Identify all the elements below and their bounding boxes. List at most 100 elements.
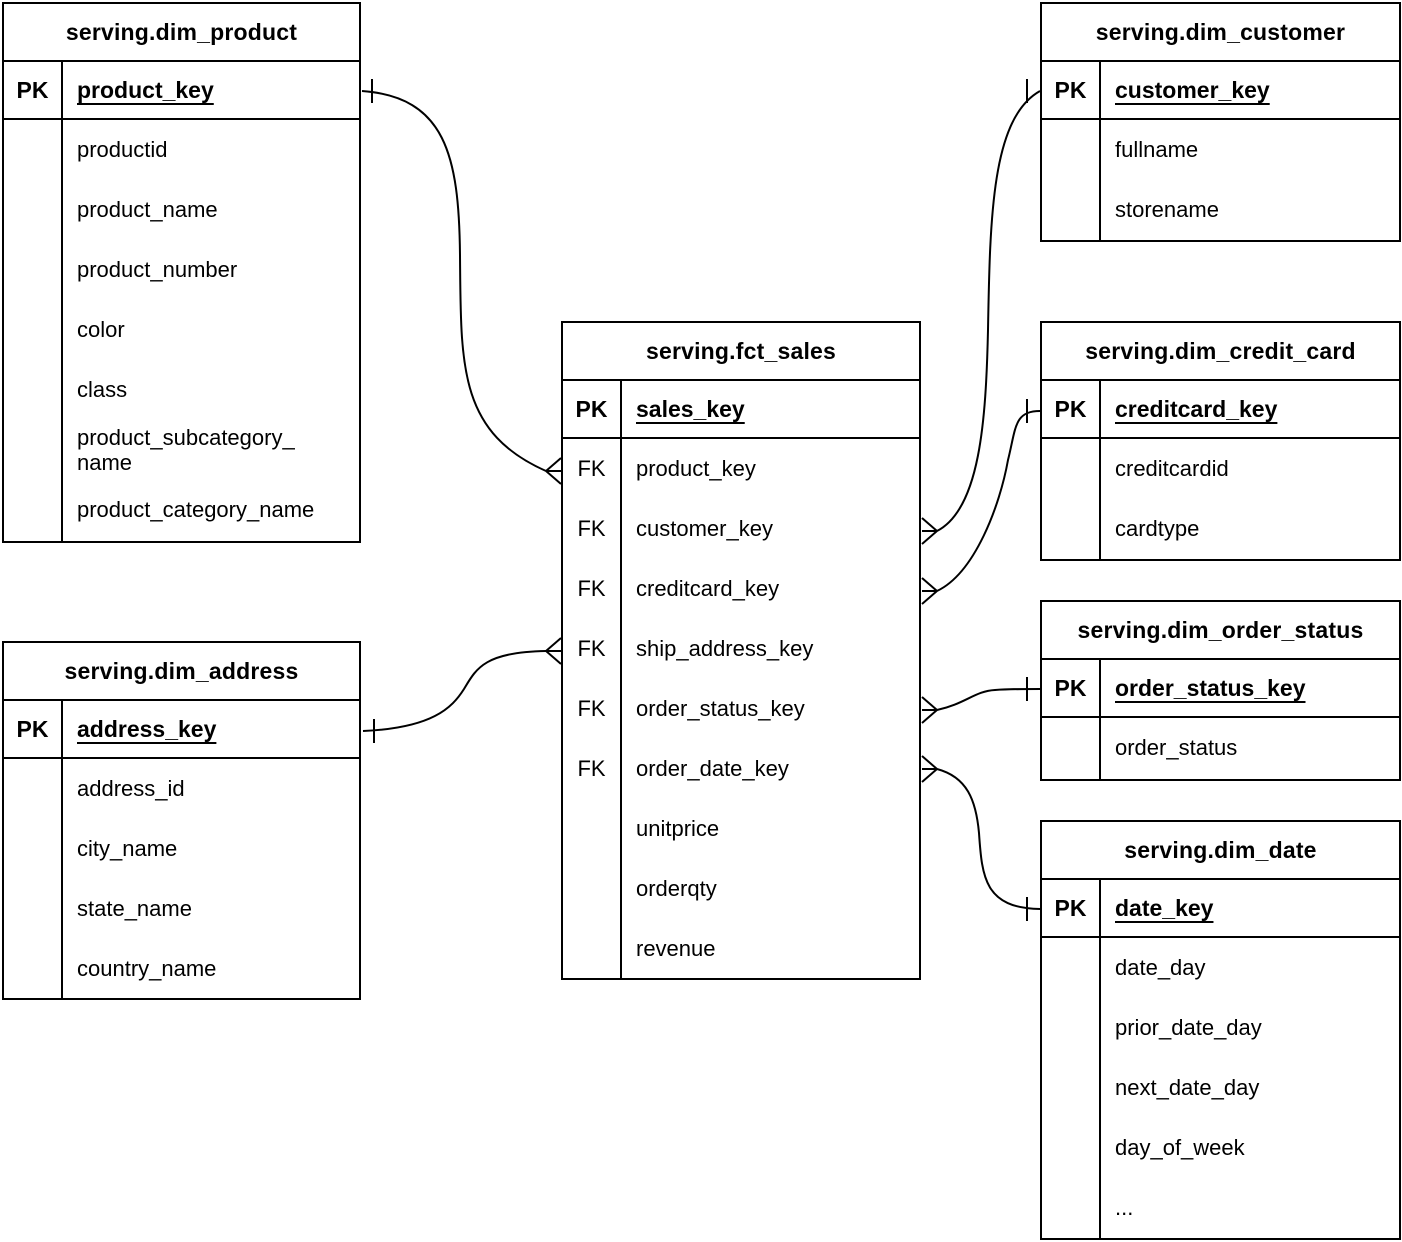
table-serving-dim-address[interactable]: serving.dim_address PK address_key addre… (2, 641, 361, 1000)
primary-key-row: PK customer_key (1042, 62, 1399, 120)
tag-column (1042, 938, 1101, 1238)
table-title: serving.fct_sales (563, 323, 919, 381)
relationship-sales-creditcard[interactable] (921, 399, 1041, 605)
field-order-date-key: order_date_key (636, 756, 789, 782)
pk-tag: PK (4, 701, 63, 757)
table-title: serving.dim_product (4, 4, 359, 62)
field-order-status: order_status (1115, 735, 1238, 761)
field-product-category-name: product_category_name (77, 497, 315, 523)
connector-line (936, 768, 1041, 910)
field-country-name: country_name (77, 956, 217, 982)
empty-tag-cell (1042, 718, 1099, 778)
empty-tag-cell (563, 799, 620, 859)
pk-field-name: date_key (1115, 894, 1214, 921)
tag-column (1042, 439, 1101, 559)
field-storename: storename (1115, 197, 1219, 223)
connector-line (361, 90, 547, 472)
table-title: serving.dim_date (1042, 822, 1399, 880)
empty-tag-cell (4, 879, 61, 939)
table-serving-dim-customer[interactable]: serving.dim_customer PK customer_key ful… (1040, 2, 1401, 242)
fk-tag: FK (577, 696, 606, 721)
connector-line (936, 410, 1041, 592)
empty-tag-cell (1042, 1178, 1099, 1238)
pk-field-name: product_key (77, 76, 214, 103)
pk-tag: PK (1042, 62, 1101, 118)
table-fields: order_status (1042, 718, 1399, 779)
table-serving-dim-product[interactable]: serving.dim_product PK product_key produ… (2, 2, 361, 543)
field-column: creditcardid cardtype (1101, 439, 1399, 559)
table-serving-dim-credit-card[interactable]: serving.dim_credit_card PK creditcard_ke… (1040, 321, 1401, 561)
field-creditcardid: creditcardid (1115, 456, 1229, 482)
field-prior-date-day: prior_date_day (1115, 1015, 1262, 1041)
field-...: ... (1115, 1195, 1134, 1221)
field-fullname: fullname (1115, 137, 1199, 163)
primary-key-row: PK sales_key (563, 381, 919, 439)
relationship-sales-product[interactable] (361, 79, 562, 485)
fk-tag: FK (577, 636, 606, 661)
field-color: color (77, 317, 125, 343)
relationship-sales-customer[interactable] (921, 79, 1041, 545)
pk-tag: PK (1042, 660, 1101, 716)
crows-foot-many-icon (921, 577, 938, 605)
field-unitprice: unitprice (636, 816, 720, 842)
pk-field-name: sales_key (636, 395, 745, 422)
fk-tag: FK (577, 576, 606, 601)
field-ship-address-key: ship_address_key (636, 636, 814, 662)
pk-field-name: customer_key (1115, 76, 1270, 103)
field-productid: productid (77, 137, 168, 163)
empty-tag-cell (4, 300, 61, 360)
field-cardtype: cardtype (1115, 516, 1200, 542)
field-orderqty: orderqty (636, 876, 717, 902)
pk-field-name: order_status_key (1115, 674, 1306, 701)
empty-tag-cell (4, 240, 61, 300)
field-day-of-week: day_of_week (1115, 1135, 1245, 1161)
table-title: serving.dim_customer (1042, 4, 1399, 62)
empty-tag-cell (4, 819, 61, 879)
field-product-key: product_key (636, 456, 756, 482)
primary-key-row: PK product_key (4, 62, 359, 120)
empty-tag-cell (4, 180, 61, 240)
field-product-subcategory-name: product_subcategory_ name (77, 424, 295, 475)
empty-tag-cell (1042, 1118, 1099, 1178)
field-class: class (77, 377, 128, 403)
relationship-sales-orderstatus[interactable] (921, 677, 1041, 724)
pk-field-name: address_key (77, 715, 217, 742)
primary-key-row: PK address_key (4, 701, 359, 759)
field-next-date-day: next_date_day (1115, 1075, 1260, 1101)
connector-line (362, 650, 547, 732)
field-state-name: state_name (77, 896, 192, 922)
crows-foot-many-icon (921, 517, 938, 545)
pk-tag: PK (4, 62, 63, 118)
tag-column (1042, 120, 1101, 240)
empty-tag-cell (4, 360, 61, 420)
primary-key-row: PK creditcard_key (1042, 381, 1399, 439)
relationship-sales-date[interactable] (921, 755, 1041, 921)
empty-tag-cell (563, 859, 620, 919)
connector-line (936, 90, 1041, 532)
empty-tag-cell (1042, 180, 1099, 240)
field-city-name: city_name (77, 836, 178, 862)
field-product-name: product_name (77, 197, 218, 223)
empty-tag-cell (1042, 120, 1099, 180)
field-column: fullname storename (1101, 120, 1399, 240)
primary-key-row: PK order_status_key (1042, 660, 1399, 718)
field-revenue: revenue (636, 936, 716, 962)
tag-column (4, 120, 63, 541)
empty-tag-cell (4, 480, 61, 540)
primary-key-row: PK date_key (1042, 880, 1399, 938)
crows-foot-many-icon (921, 755, 938, 783)
table-serving-dim-order-status[interactable]: serving.dim_order_status PK order_status… (1040, 600, 1401, 781)
empty-tag-cell (1042, 1058, 1099, 1118)
relationship-sales-address[interactable] (362, 637, 562, 743)
